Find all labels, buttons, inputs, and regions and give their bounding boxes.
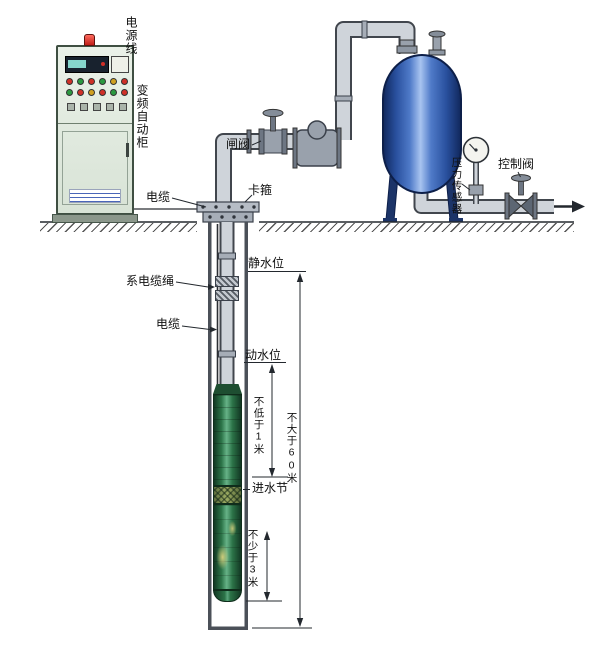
indicator-light bbox=[99, 78, 106, 85]
gate-valve bbox=[246, 108, 288, 155]
ground-hatch-right bbox=[259, 223, 574, 232]
control-valve bbox=[504, 174, 538, 220]
pump-inlet-screen bbox=[213, 486, 242, 504]
panel-button[interactable] bbox=[106, 103, 114, 111]
indicator-light bbox=[66, 89, 73, 96]
power-indicator-light bbox=[101, 62, 105, 66]
door-seam bbox=[58, 123, 132, 124]
tie-cable-rope-label: 系电缆绳 bbox=[126, 274, 175, 288]
button-row bbox=[67, 103, 127, 111]
indicator-light bbox=[121, 78, 128, 85]
indicator-row bbox=[66, 89, 128, 96]
indicator-light bbox=[88, 78, 95, 85]
door-handle[interactable] bbox=[126, 143, 129, 157]
cable-label-well: 电缆 bbox=[156, 317, 181, 331]
flow-arrow bbox=[554, 200, 585, 213]
inlet-section-label: 进水节 bbox=[252, 481, 289, 495]
dimension-3m bbox=[246, 531, 282, 602]
submersible-pump bbox=[213, 384, 242, 602]
power-line-label: 电源线 bbox=[124, 16, 138, 55]
cabinet-meter bbox=[111, 56, 129, 73]
cable-clamp-band bbox=[215, 276, 239, 287]
indicator-light bbox=[88, 89, 95, 96]
pipe-coupling bbox=[218, 252, 236, 260]
indicator-light bbox=[110, 78, 117, 85]
min-3m-label: 不少于3米 bbox=[246, 529, 259, 588]
tank-top-fitting bbox=[396, 39, 418, 54]
min-1m-label: 不低于1米 bbox=[252, 396, 265, 455]
well-riser-pipe bbox=[216, 222, 236, 392]
well-casing bbox=[208, 222, 248, 630]
pump-upper-body bbox=[213, 394, 242, 486]
pump-adapter bbox=[213, 384, 242, 394]
handwheel bbox=[262, 108, 284, 118]
indicator-light bbox=[77, 89, 84, 96]
pressure-sensor bbox=[468, 184, 484, 196]
panel-button[interactable] bbox=[119, 103, 127, 111]
gate-valve-label: 闸阀 bbox=[226, 137, 251, 151]
indicator-light bbox=[121, 89, 128, 96]
clamp-label: 卡箍 bbox=[248, 183, 273, 197]
wellhead-flange bbox=[196, 201, 260, 223]
indicator-light bbox=[77, 78, 84, 85]
dimension-60m bbox=[252, 273, 312, 629]
tank-air-valve bbox=[428, 30, 446, 56]
maker-label bbox=[69, 189, 121, 203]
panel-button[interactable] bbox=[80, 103, 88, 111]
pressure-gauge bbox=[462, 136, 490, 204]
pressure-tank bbox=[382, 54, 462, 194]
tank-legs bbox=[383, 175, 463, 222]
max-60m-label: 不大于60米 bbox=[285, 412, 298, 484]
cabinet-display bbox=[65, 56, 109, 73]
panel-button[interactable] bbox=[93, 103, 101, 111]
dynamic-water-label: 动水位 bbox=[245, 348, 282, 362]
handwheel bbox=[511, 174, 531, 182]
indicator-light bbox=[66, 78, 73, 85]
pipe-flange bbox=[334, 95, 353, 102]
indicator-row bbox=[66, 78, 128, 85]
pipe-flange bbox=[361, 20, 368, 39]
handwheel bbox=[428, 30, 446, 38]
cable-clamp-band bbox=[215, 290, 239, 301]
lcd-readout bbox=[68, 60, 86, 68]
pipe-coupling bbox=[218, 350, 236, 358]
cabinet-base bbox=[52, 214, 138, 223]
panel-button[interactable] bbox=[67, 103, 75, 111]
control-valve-label: 控制阀 bbox=[498, 157, 535, 171]
pump-motor-body bbox=[213, 504, 242, 590]
vfd-cabinet-label: 变频自动柜 bbox=[135, 84, 149, 149]
indicator-light bbox=[110, 89, 117, 96]
control-cabinet bbox=[56, 45, 134, 215]
alarm-beacon bbox=[84, 34, 95, 46]
pump-bottom-cap bbox=[213, 590, 242, 602]
pressure-sensor-label: 压力传感器 bbox=[450, 157, 463, 215]
indicator-light bbox=[99, 89, 106, 96]
ground-hatch-left bbox=[40, 223, 197, 232]
cable-label-top: 电缆 bbox=[146, 190, 171, 204]
cabinet-door bbox=[62, 131, 128, 205]
pipe-flange bbox=[246, 129, 252, 154]
static-water-label: 静水位 bbox=[248, 256, 285, 270]
check-valve bbox=[292, 120, 342, 169]
dimension-1m bbox=[252, 364, 288, 478]
